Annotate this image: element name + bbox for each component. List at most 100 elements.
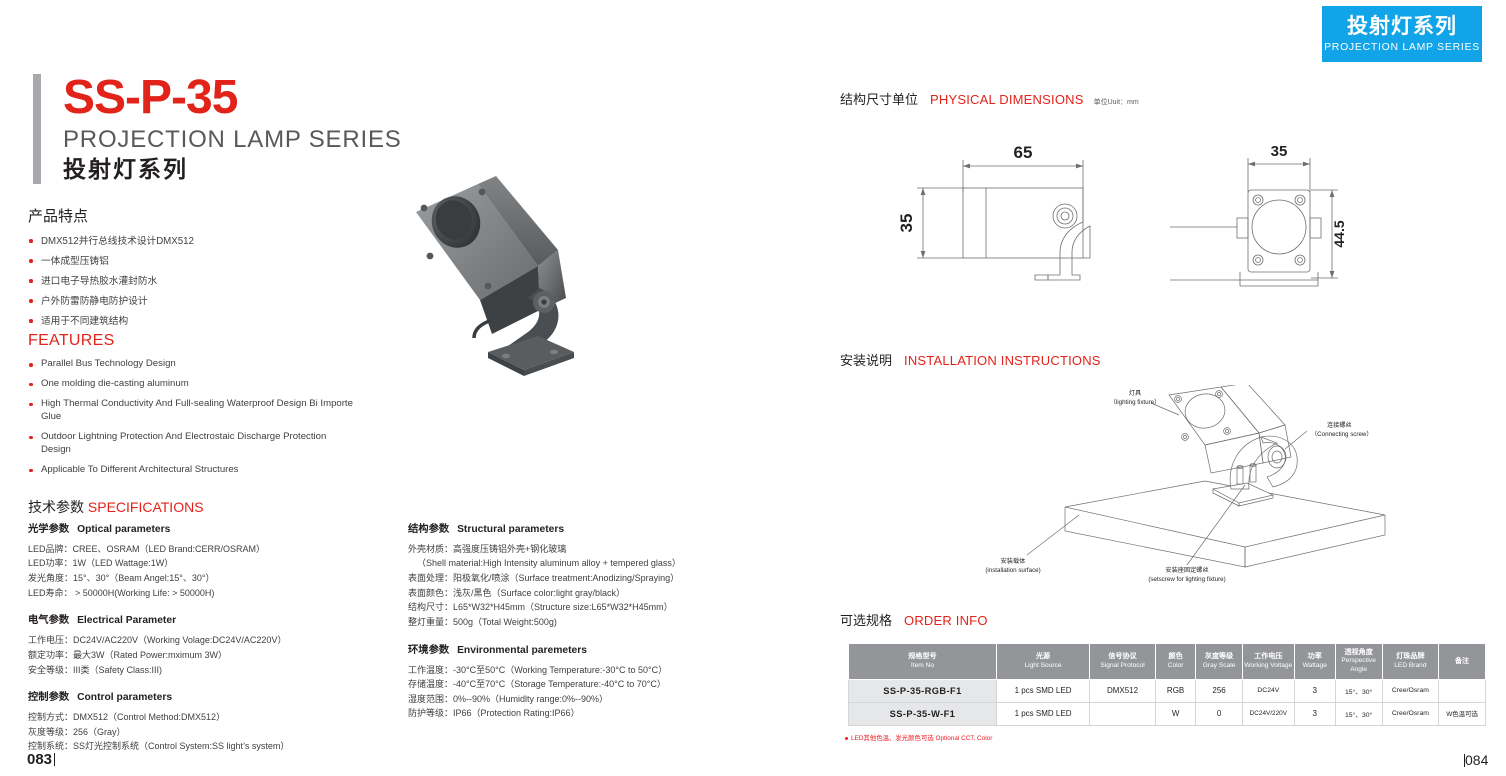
spec-title-cn: 电气参数 (28, 615, 70, 627)
spec-group-title: 环境参数 Environmental paremeters (408, 643, 748, 660)
spec-line: 工作温度：-30°C至50°C（Working Temperature:-30°… (408, 664, 668, 675)
table-row: SS-P-35-W-F1 1 pcs SMD LED W 0 DC24V/220… (848, 701, 1486, 726)
order-heading-en: ORDER INFO (904, 613, 988, 628)
cell-gray-scale: 256 (1195, 678, 1243, 703)
list-item: Outdoor Lightning Protection And Electro… (28, 431, 358, 457)
page-number-divider (1464, 754, 1465, 767)
list-item: One molding die-casting aluminum (28, 378, 358, 391)
features-cn-list: DMX512并行总线技术设计DMX512 一体成型压铸铝 进口电子导热胶水灌封防… (28, 234, 358, 329)
cell-voltage: DC24V (1241, 678, 1295, 703)
spec-group-title: 结构参数 Structural parameters (408, 522, 748, 539)
spec-title-cn: 控制参数 (28, 692, 70, 704)
features-en-heading: FEATURES (28, 332, 115, 349)
cell-wattage: 3 (1293, 678, 1336, 703)
specs-column-left: 光学参数 Optical parameters LED品牌：CREE、OSRAM… (28, 522, 368, 767)
th-perspective-angle: 透视角度 Perspective Angle (1334, 643, 1383, 680)
spec-title-cn: 光学参数 (28, 524, 70, 535)
cell-light-source: 1 pcs SMD LED (995, 678, 1091, 703)
spec-group-title: 电气参数 Electrical Parameter (28, 613, 368, 630)
features-cn-heading: 产品特点 (28, 208, 89, 225)
spec-line: 存储温度：-40°C至70°C（Storage Temperature:-40°… (408, 679, 666, 690)
cell-brand: Cree/Osram (1381, 678, 1440, 703)
spec-line: 表面处理：阳极氧化/喷涂（Surface treatment:Anodizing… (408, 573, 680, 584)
features-en-list: Parallel Bus Technology Design One moldi… (28, 358, 358, 477)
specifications-heading-en: SPECIFICATIONS (87, 499, 204, 515)
label-fixture-en: （lighting fixture） (1110, 399, 1161, 406)
table-header-row: 规格型号 Item No 光源 Light Source 信号协议 Signal… (848, 643, 1486, 680)
spec-line: 外壳材质：高强度压铸铝外壳+钢化玻璃 (408, 543, 567, 554)
series-name-cn: 投射灯系列 (63, 156, 188, 182)
cell-color: W (1154, 701, 1197, 726)
label-fixture-cn: 灯具 (1129, 389, 1141, 397)
spec-line: LED功率：1W（LED Wattage:1W） (28, 558, 174, 569)
cell-item-no: SS-P-35-RGB-F1 (848, 678, 997, 703)
dim-front-width-label: 35 (1271, 143, 1288, 160)
th-gray-scale: 灰度等级 Gray Scale (1195, 643, 1243, 680)
title-accent-bar (33, 74, 41, 184)
installation-heading: 安装说明 INSTALLATION INSTRUCTIONS (840, 350, 1101, 369)
specs-column-middle: 结构参数 Structural parameters 外壳材质：高强度压铸铝外壳… (408, 522, 748, 734)
th-wattage: 功率 Wattage (1293, 643, 1336, 680)
spec-line: LED寿命： > 50000H(Working Life: > 50000H) (28, 587, 215, 598)
spec-line: 防护等级：IP66（Protection Rating:IP66） (408, 708, 580, 719)
th-color: 颜色 Color (1154, 643, 1197, 680)
spec-group-title: 控制参数 Control parameters (28, 690, 368, 707)
cell-color: RGB (1154, 678, 1197, 703)
series-badge-cn: 投射灯系列 (1347, 14, 1457, 38)
list-item: 户外防雷防静电防护设计 (28, 294, 358, 309)
spec-line: 安全等级：III类（Safety Class:III) (28, 664, 163, 675)
order-note: LED其他色温、发光颜色可选 Optional CCT, Color (845, 733, 992, 742)
spec-group-electrical: 电气参数 Electrical Parameter 工作电压：DC24V/AC2… (28, 613, 368, 677)
series-badge-en: PROJECTION LAMP SERIES (1324, 41, 1480, 54)
spec-title-cn: 结构参数 (408, 524, 450, 535)
dim-side-length-label: 65 (1014, 143, 1033, 162)
list-item: 进口电子导热胶水灌封防水 (28, 274, 358, 289)
order-info-heading: 可选规格 ORDER INFO (840, 610, 988, 629)
order-info-table: 规格型号 Item No 光源 Light Source 信号协议 Signal… (848, 643, 1486, 726)
spec-line: 发光角度：15°、30°（Beam Angel:15°、30°） (28, 573, 215, 584)
installation-heading-cn: 安装说明 (840, 353, 893, 368)
spec-line: LED品牌：CREE、OSRAM（LED Brand:CERR/OSRAM） (28, 543, 266, 554)
cell-light-source: 1 pcs SMD LED (995, 701, 1091, 726)
dimensions-heading-en: PHYSICAL DIMENSIONS (930, 92, 1084, 107)
spec-group-structural: 结构参数 Structural parameters 外壳材质：高强度压铸铝外壳… (408, 522, 748, 630)
spec-title-cn: 环境参数 (408, 644, 450, 656)
dimensions-heading: 结构尺寸单位 PHYSICAL DIMENSIONS 单位Uuit：mm (840, 89, 1139, 108)
cell-voltage: DC24V/220V (1241, 701, 1295, 726)
table-row: SS-P-35-RGB-F1 1 pcs SMD LED DMX512 RGB … (848, 678, 1486, 703)
cell-gray-scale: 0 (1195, 701, 1243, 726)
dim-front-height-label: 44.5 (1331, 220, 1347, 247)
cell-signal-protocol (1089, 701, 1156, 726)
order-heading-cn: 可选规格 (840, 613, 893, 628)
list-item: High Thermal Conductivity And Full-seali… (28, 398, 358, 424)
page-number-left: 083 (27, 751, 56, 768)
label-screw-cn: 连接螺丝 (1327, 421, 1352, 429)
label-setscrew-cn: 安装座固定螺丝 (1165, 566, 1208, 574)
dimension-drawings: 65 35 35 44.5 (880, 120, 1440, 325)
spec-line: 控制系统：SS灯光控制系统（Control System:SS light’s … (28, 741, 290, 752)
label-surface-cn: 安装载体 (1001, 557, 1027, 565)
product-features-en: FEATURES Parallel Bus Technology Design … (28, 332, 358, 484)
spec-group-control: 控制参数 Control parameters 控制方式：DMX512（Cont… (28, 690, 368, 754)
cell-item-no: SS-P-35-W-F1 (848, 701, 997, 726)
list-item: 适用于不同建筑结构 (28, 314, 358, 329)
spec-line: 灰度等级：256（Gray） (28, 726, 126, 737)
spec-line: 工作电压：DC24V/AC220V（Working Volage:DC24V/A… (28, 635, 287, 646)
spec-title-en: Optical parameters (77, 524, 171, 535)
spec-line: 额定功率：最大3W（Rated Power:mximum 3W） (28, 649, 228, 660)
page-title: SS-P-35 PROJECTION LAMP SERIES 投射灯系列 (33, 74, 402, 184)
specifications-heading: 技术参数 SPECIFICATIONS (28, 497, 204, 517)
cell-remark: W色温可选 (1438, 701, 1486, 726)
spec-line: （Shell material:High Intensity aluminum … (417, 558, 681, 569)
list-item: Parallel Bus Technology Design (28, 358, 358, 371)
product-photo (388, 170, 628, 390)
spec-group-optical: 光学参数 Optical parameters LED品牌：CREE、OSRAM… (28, 522, 368, 600)
spec-group-environmental: 环境参数 Environmental paremeters 工作温度：-30°C… (408, 643, 748, 721)
th-light-source: 光源 Light Source (995, 643, 1091, 680)
label-surface-en: (installation surface) (985, 567, 1040, 574)
label-setscrew-en: (setscrew for lighting fixture) (1148, 576, 1225, 583)
dimensions-heading-cn: 结构尺寸单位 (840, 92, 919, 107)
page-number-right: 084 (1464, 752, 1489, 768)
cell-signal-protocol: DMX512 (1089, 678, 1156, 703)
